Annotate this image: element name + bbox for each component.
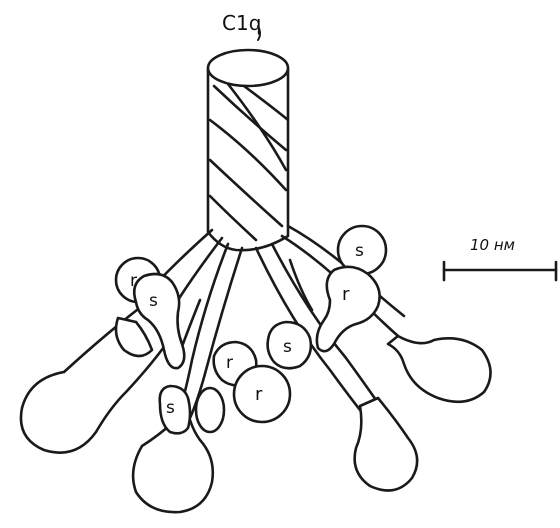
c1q-label: C1q — [222, 11, 261, 35]
c1r-c1s-subunits: r s s r s r s r — [116, 226, 386, 433]
globular-head-front-right — [355, 398, 418, 491]
subunit-r-upper-right — [317, 267, 380, 351]
globular-head-right — [388, 336, 491, 402]
subunit-s-upper-left-label: s — [149, 291, 158, 311]
scale-bar-label: 10 нм — [470, 236, 515, 254]
subunit-s-center-label: s — [283, 337, 292, 357]
arm-left-inner — [178, 238, 222, 300]
subunit-s-upper-right-label: s — [355, 241, 364, 261]
stalk-top-cap — [208, 50, 288, 86]
collagen-stalk — [208, 50, 288, 250]
scale-bar: 10 нм — [444, 236, 556, 280]
subunit-r-center-left-label: r — [226, 353, 233, 373]
subunit-r-upper-right-label: r — [342, 284, 350, 305]
subunit-r-center-label: r — [255, 384, 263, 405]
bead-front-small — [196, 388, 224, 432]
stalk-body — [208, 68, 288, 250]
subunit-s-lower-left-label: s — [166, 398, 175, 418]
